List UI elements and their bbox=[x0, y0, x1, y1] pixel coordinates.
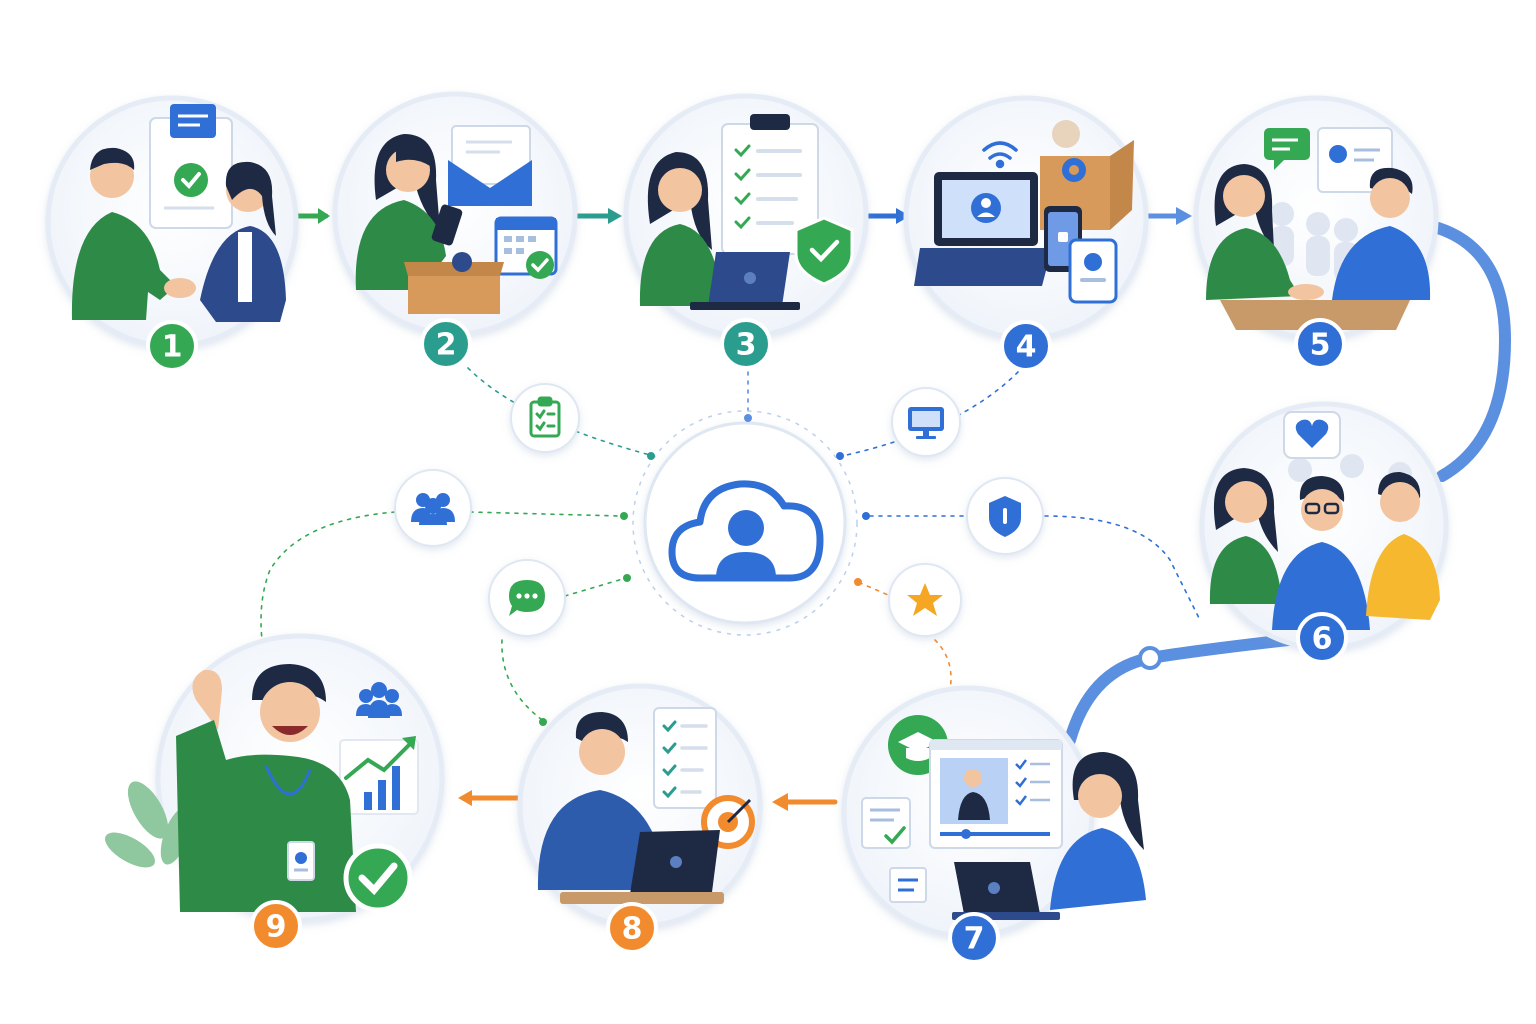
team-icon bbox=[411, 493, 455, 525]
step-badge-2: 2 bbox=[420, 318, 472, 370]
video-icon bbox=[929, 739, 1063, 849]
hub-connectors bbox=[260, 367, 1201, 723]
person-woman-laptop bbox=[639, 152, 720, 306]
envelope-icon bbox=[448, 125, 532, 206]
checklist-icon bbox=[653, 707, 717, 809]
curve-6-to-7 bbox=[1064, 634, 1294, 746]
connector-star-hub bbox=[857, 581, 896, 599]
hub-icon-star[interactable] bbox=[888, 563, 962, 637]
step-2-welcome-package[interactable]: 2 bbox=[332, 91, 578, 370]
person-green-shirt bbox=[71, 147, 176, 320]
wifi-icon bbox=[982, 141, 1018, 169]
curve-node bbox=[1138, 646, 1162, 670]
arrow-8-to-9 bbox=[458, 790, 521, 806]
step-9-success[interactable]: 9 bbox=[100, 633, 445, 952]
arrow-7-to-8 bbox=[772, 793, 838, 811]
person-woman-green bbox=[1209, 468, 1282, 604]
handshake bbox=[164, 278, 196, 298]
shield-icon bbox=[989, 496, 1021, 537]
step-number: 6 bbox=[1312, 622, 1333, 657]
connector-star-step7 bbox=[934, 639, 952, 691]
connector-chat-step8 bbox=[501, 639, 546, 723]
person-blue-jacket bbox=[200, 161, 286, 322]
shield-check-icon bbox=[794, 216, 854, 286]
team-icon bbox=[356, 682, 402, 718]
chat-icon bbox=[1264, 128, 1310, 170]
star-icon bbox=[907, 583, 943, 616]
step-4-equipment[interactable]: 4 bbox=[903, 95, 1149, 372]
curved-flow-path bbox=[1064, 222, 1512, 746]
step-badge-1: 1 bbox=[146, 320, 198, 372]
central-hub[interactable] bbox=[539, 410, 870, 726]
person-man-glasses bbox=[1272, 476, 1370, 630]
hub-icon-chat[interactable] bbox=[488, 559, 566, 637]
chat-bubble-icon bbox=[509, 580, 545, 616]
meeting-table bbox=[1220, 284, 1410, 330]
step-number: 9 bbox=[266, 910, 287, 945]
laptop-icon bbox=[690, 252, 800, 310]
step-number: 7 bbox=[964, 922, 985, 957]
person-woman-green bbox=[1206, 164, 1300, 300]
step-8-goal-setting[interactable]: 8 bbox=[517, 683, 763, 954]
step-badge-3: 3 bbox=[720, 318, 772, 370]
hub-icon-monitor[interactable] bbox=[891, 387, 961, 457]
connector-step4-hub bbox=[841, 371, 1019, 457]
badge-icon bbox=[287, 841, 315, 881]
clipboard-checklist-icon bbox=[529, 396, 561, 438]
step-number: 3 bbox=[736, 328, 757, 363]
person-man-blue bbox=[537, 712, 662, 890]
person-man-yellow bbox=[1366, 472, 1440, 620]
background-crowd bbox=[1270, 202, 1358, 282]
arrow-2-to-3 bbox=[575, 208, 622, 224]
step-5-manager-meeting[interactable]: 5 bbox=[1193, 95, 1439, 370]
step-6-team-introduction[interactable]: 6 bbox=[1199, 401, 1449, 664]
step-badge-5: 5 bbox=[1294, 318, 1346, 370]
curve-5-to-6 bbox=[1432, 222, 1512, 482]
arrow-3-to-4 bbox=[865, 208, 910, 224]
phone-icon bbox=[1044, 206, 1118, 304]
connector-team-step9 bbox=[260, 511, 396, 641]
step-badge-6: 6 bbox=[1296, 612, 1348, 664]
cloud-user-icon bbox=[668, 480, 824, 582]
step-1-handshake[interactable]: 1 bbox=[45, 95, 299, 372]
connector-team-hub bbox=[469, 511, 621, 517]
person-woman-blue bbox=[1050, 752, 1146, 910]
connector-chat-hub bbox=[564, 577, 627, 597]
step-badge-4: 4 bbox=[1000, 320, 1052, 372]
step-7-online-training[interactable]: 7 bbox=[841, 685, 1146, 964]
calendar-icon bbox=[494, 216, 558, 279]
heart-icon bbox=[1283, 411, 1341, 459]
notes-icon bbox=[861, 797, 927, 903]
step-number: 2 bbox=[436, 328, 457, 363]
step-number: 8 bbox=[622, 912, 643, 947]
step-number: 4 bbox=[1016, 330, 1037, 365]
checklist-icon bbox=[1015, 759, 1050, 806]
arrow-1-to-2 bbox=[295, 208, 330, 224]
connector-shield-right bbox=[1044, 515, 1201, 621]
connector-step2-hub bbox=[467, 367, 651, 456]
checkmark-icon bbox=[343, 843, 413, 913]
hub-icon-clipboard[interactable] bbox=[510, 383, 580, 453]
clipboard-icon bbox=[721, 114, 819, 255]
gear-icon bbox=[1062, 158, 1086, 182]
step-badge-8: 8 bbox=[606, 902, 658, 954]
laptop-icon bbox=[560, 830, 724, 904]
step-badge-7: 7 bbox=[948, 912, 1000, 964]
step-3-paperwork[interactable]: 3 bbox=[623, 93, 869, 370]
box-icon bbox=[404, 252, 504, 314]
person-man-blue bbox=[1332, 167, 1431, 300]
flow-arrows bbox=[295, 207, 1192, 811]
arrow-4-to-5 bbox=[1142, 207, 1192, 225]
hub-icon-shield[interactable] bbox=[966, 477, 1044, 555]
step-number: 1 bbox=[162, 330, 183, 365]
growth-chart-icon bbox=[339, 736, 419, 815]
hub-icon-team[interactable] bbox=[394, 469, 472, 547]
laptop-icon bbox=[914, 172, 1052, 286]
step-number: 5 bbox=[1310, 328, 1331, 363]
checkmark-icon bbox=[174, 163, 208, 197]
step-badge-9: 9 bbox=[250, 900, 302, 952]
monitor-icon bbox=[908, 407, 944, 439]
